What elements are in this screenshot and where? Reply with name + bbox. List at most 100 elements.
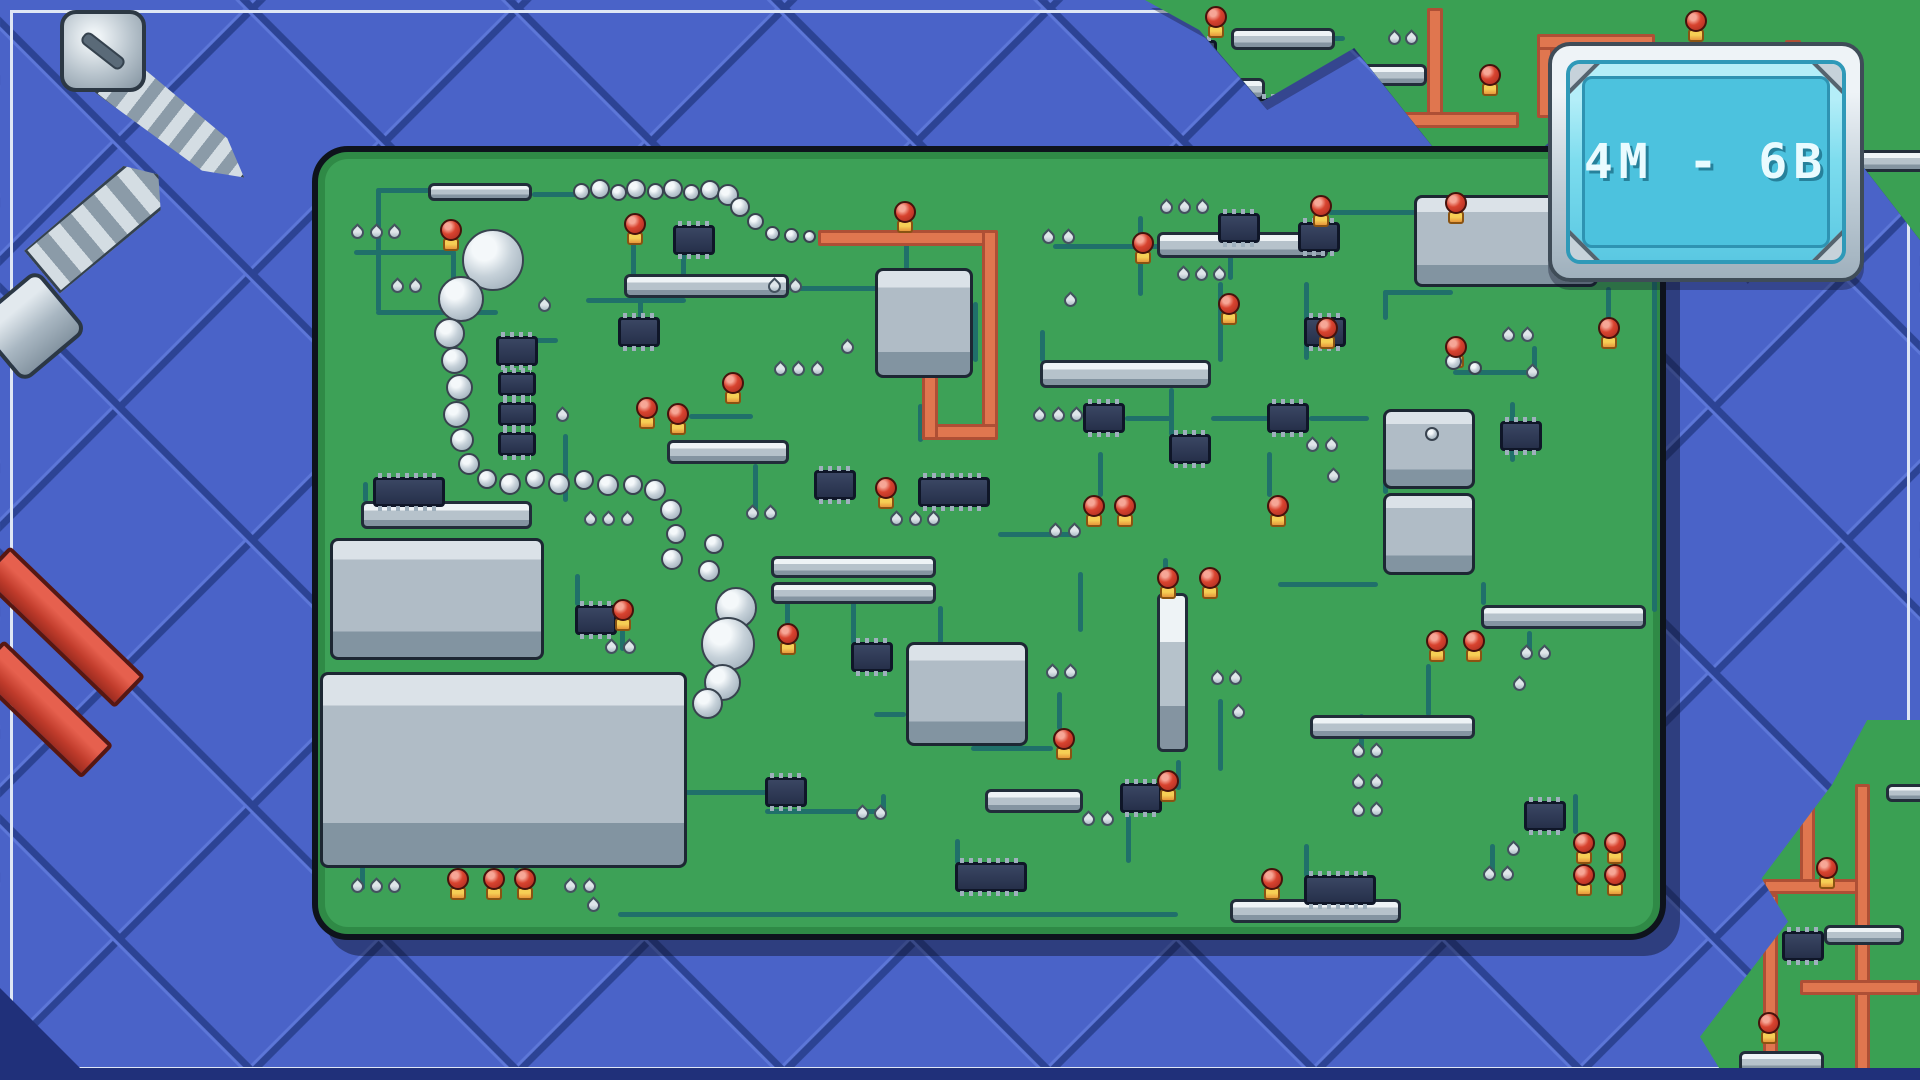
solder-point[interactable] <box>1065 522 1084 541</box>
solder-blob[interactable] <box>477 469 497 489</box>
component-chip[interactable] <box>771 556 936 578</box>
solder-point[interactable] <box>1030 406 1049 425</box>
solder-blob[interactable] <box>691 687 723 719</box>
led-light[interactable] <box>440 219 462 251</box>
solder-point[interactable] <box>789 360 808 379</box>
solder-point[interactable] <box>1049 406 1068 425</box>
solder-point[interactable] <box>388 277 407 296</box>
solder-point[interactable] <box>1192 265 1211 284</box>
solder-point[interactable] <box>1367 773 1386 792</box>
solder-blob[interactable] <box>764 225 780 241</box>
solder-blob[interactable] <box>590 179 610 199</box>
solder-blob[interactable] <box>660 499 682 521</box>
ic-chip[interactable] <box>765 773 807 811</box>
ic-chip[interactable] <box>498 398 536 430</box>
led-light[interactable] <box>1199 567 1221 599</box>
solder-blob[interactable] <box>623 475 643 495</box>
component-block[interactable] <box>906 642 1028 746</box>
led-light[interactable] <box>1445 192 1467 224</box>
led-light[interactable] <box>1316 317 1338 349</box>
solder-point[interactable] <box>1349 773 1368 792</box>
led-light[interactable] <box>875 477 897 509</box>
ic-chip[interactable] <box>373 473 445 511</box>
solder-point[interactable] <box>1043 663 1062 682</box>
solder-blob[interactable] <box>525 469 545 489</box>
led-light[interactable] <box>1157 567 1179 599</box>
led-light[interactable] <box>1604 832 1626 864</box>
solder-point[interactable] <box>853 804 872 823</box>
solder-blob[interactable] <box>663 179 683 199</box>
solder-point[interactable] <box>599 510 618 529</box>
solder-point[interactable] <box>580 877 599 896</box>
solder-point[interactable] <box>1174 265 1193 284</box>
solder-point[interactable] <box>561 877 580 896</box>
solder-point[interactable] <box>1504 840 1523 859</box>
solder-point[interactable] <box>602 638 621 657</box>
solder-point[interactable] <box>1517 644 1536 663</box>
led-light[interactable] <box>1598 317 1620 349</box>
solder-point[interactable] <box>1367 801 1386 820</box>
solder-point[interactable] <box>743 504 762 523</box>
solder-blob[interactable] <box>644 479 666 501</box>
solder-point[interactable] <box>584 896 603 915</box>
solder-blob[interactable] <box>701 617 755 671</box>
solder-blob[interactable] <box>646 182 664 200</box>
led-light[interactable] <box>612 599 634 631</box>
led-light[interactable] <box>1426 630 1448 662</box>
solder-point[interactable] <box>367 877 386 896</box>
led-light[interactable] <box>1310 195 1332 227</box>
solder-point[interactable] <box>1510 675 1529 694</box>
led-light[interactable] <box>636 397 658 429</box>
solder-point[interactable] <box>1208 669 1227 688</box>
led-light[interactable] <box>1218 293 1240 325</box>
ic-chip[interactable] <box>1083 399 1125 437</box>
solder-point[interactable] <box>406 277 425 296</box>
solder-blob[interactable] <box>783 227 799 243</box>
ic-chip[interactable] <box>1500 417 1542 455</box>
solder-blob[interactable] <box>682 183 700 201</box>
component-chip[interactable] <box>1481 605 1646 629</box>
solder-blob[interactable] <box>597 474 619 496</box>
solder-point[interactable] <box>808 360 827 379</box>
solder-point[interactable] <box>1061 663 1080 682</box>
solder-point[interactable] <box>871 804 890 823</box>
component-chip[interactable] <box>985 789 1083 813</box>
solder-blob[interactable] <box>445 373 473 401</box>
component-chip[interactable] <box>1157 593 1188 752</box>
ic-chip[interactable] <box>1120 779 1162 817</box>
solder-blob[interactable] <box>574 470 594 490</box>
led-light[interactable] <box>1157 770 1179 802</box>
led-light[interactable] <box>1083 495 1105 527</box>
solder-point[interactable] <box>385 877 404 896</box>
solder-blob[interactable] <box>548 473 570 495</box>
ic-chip[interactable] <box>498 428 536 460</box>
led-light[interactable] <box>483 868 505 900</box>
solder-point[interactable] <box>887 510 906 529</box>
solder-point[interactable] <box>906 510 925 529</box>
solder-point[interactable] <box>1079 810 1098 829</box>
solder-blob[interactable] <box>458 453 480 475</box>
solder-point[interactable] <box>1098 810 1117 829</box>
solder-blob[interactable] <box>442 400 470 428</box>
solder-point[interactable] <box>1499 326 1518 345</box>
solder-blob[interactable] <box>661 548 683 570</box>
solder-point[interactable] <box>1157 198 1176 217</box>
solder-blob[interactable] <box>1425 427 1439 441</box>
led-light[interactable] <box>1132 232 1154 264</box>
solder-point[interactable] <box>1193 198 1212 217</box>
solder-point[interactable] <box>1226 669 1245 688</box>
led-light[interactable] <box>1053 728 1075 760</box>
component-block[interactable] <box>1383 493 1475 575</box>
ic-chip[interactable] <box>496 332 538 370</box>
solder-blob[interactable] <box>730 197 750 217</box>
solder-blob[interactable] <box>572 182 590 200</box>
solder-point[interactable] <box>1523 363 1542 382</box>
solder-blob[interactable] <box>609 183 627 201</box>
ic-chip[interactable] <box>673 221 715 259</box>
solder-point[interactable] <box>348 223 367 242</box>
component-chip[interactable] <box>1040 360 1211 388</box>
ic-chip[interactable] <box>1304 871 1376 909</box>
ic-chip[interactable] <box>1169 430 1211 468</box>
solder-blob[interactable] <box>802 229 816 243</box>
solder-point[interactable] <box>618 510 637 529</box>
